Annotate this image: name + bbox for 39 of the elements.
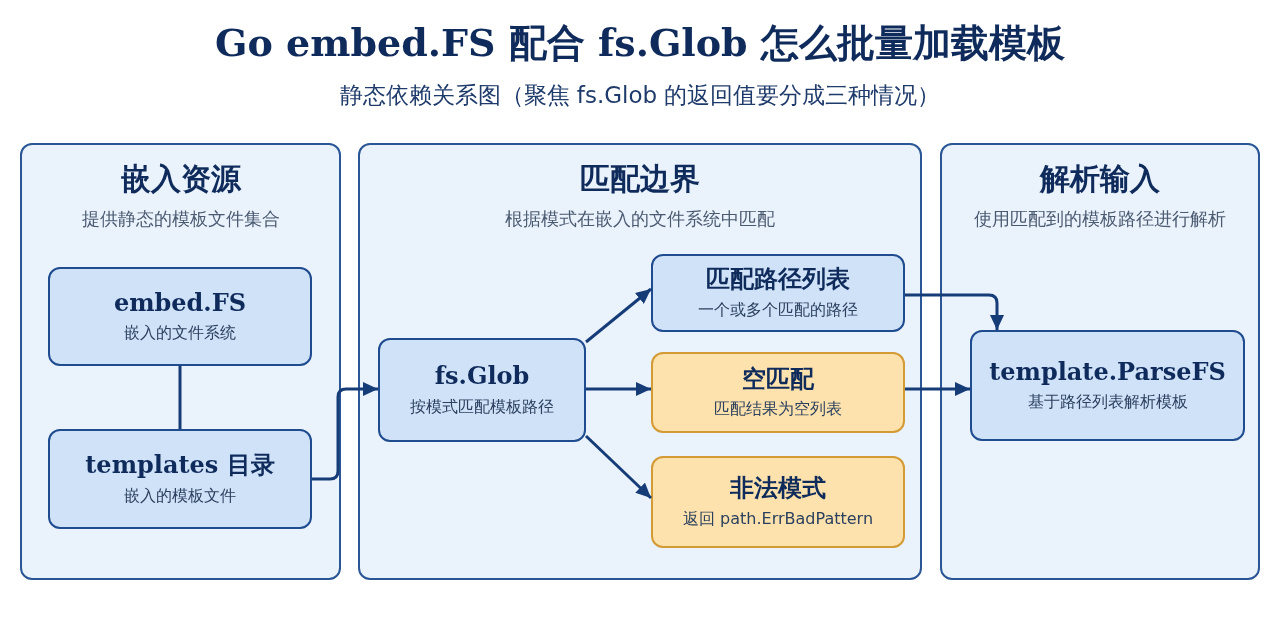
box-title: 空匹配	[742, 364, 814, 394]
process-box	[970, 330, 1245, 441]
box-title: fs.Glob	[434, 362, 530, 391]
process-box	[378, 338, 586, 442]
connector-line	[178, 366, 182, 429]
box-title: templates 目录	[85, 451, 275, 480]
group-panel	[358, 143, 922, 580]
box-description: 嵌入的文件系统	[124, 323, 236, 345]
box-title: 非法模式	[730, 474, 826, 503]
group-panel	[940, 143, 1260, 580]
arrow	[905, 293, 1004, 330]
group-panel	[20, 143, 341, 580]
arrow	[312, 382, 378, 481]
arrow	[586, 382, 651, 396]
panel-description: 根据模式在嵌入的文件系统中匹配	[504, 207, 776, 231]
panel-heading: 嵌入资源	[119, 160, 242, 198]
process-box	[651, 254, 905, 332]
process-box	[651, 352, 905, 433]
title: Go embed.FS 配合 fs.Glob 怎么批量加载模板	[214, 19, 1066, 67]
process-box	[48, 267, 312, 366]
panel-heading: 匹配边界	[579, 160, 701, 198]
arrow	[905, 382, 970, 396]
box-description: 按模式匹配模板路径	[410, 396, 554, 418]
subtitle: 静态依赖关系图（聚焦 fs.Glob 的返回值要分成三种情况）	[338, 81, 942, 110]
box-description: 嵌入的模板文件	[124, 485, 236, 507]
box-title: template.ParseFS	[989, 357, 1226, 387]
arrow	[585, 287, 652, 344]
box-description: 匹配结果为空列表	[714, 399, 842, 421]
box-description: 一个或多个匹配的路径	[698, 299, 858, 321]
box-title: embed.FS	[113, 288, 247, 318]
panel-heading: 解析输入	[1038, 160, 1161, 198]
arrow	[584, 434, 653, 500]
panel-description: 使用匹配到的模板路径进行解析	[973, 207, 1227, 231]
box-description: 返回 path.ErrBadPattern	[683, 508, 873, 530]
box-description: 基于路径列表解析模板	[1027, 392, 1188, 414]
process-box	[48, 429, 312, 529]
process-box	[651, 456, 905, 548]
box-title: 匹配路径列表	[706, 265, 850, 294]
panel-description: 提供静态的模板文件集合	[80, 207, 281, 231]
